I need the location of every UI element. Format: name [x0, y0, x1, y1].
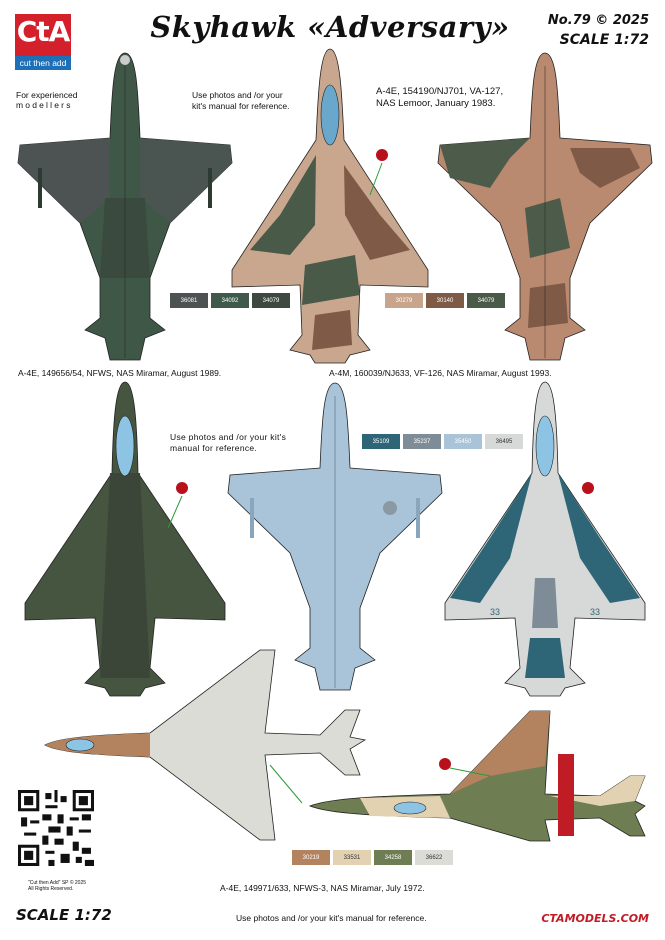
tail-marking	[558, 754, 574, 836]
color-chips-profile-2: 30279 30140 34079	[385, 293, 508, 308]
aircraft-profile-8	[308, 710, 646, 842]
color-chip: 34079	[467, 293, 505, 308]
tail-number-left: 33	[490, 607, 500, 617]
brand-logo: CtA cut then add	[15, 14, 71, 70]
experience-line-2: modellers	[16, 100, 73, 110]
tail-number-right: 33	[590, 607, 600, 617]
aircraft-planform-6	[444, 381, 646, 697]
caption-profile-3: A-4M, 160039/NJ633, VF-126, NAS Miramar,…	[329, 368, 552, 378]
aircraft-profile-2	[231, 48, 429, 364]
color-chip: 34258	[374, 850, 412, 865]
aircraft-profile-1	[17, 52, 233, 361]
aircraft-planform-2	[231, 48, 429, 364]
roundel-icon	[439, 758, 451, 770]
caption-profile-1: A-4E, 149656/54, NFWS, NAS Miramar, Augu…	[18, 368, 222, 378]
reference-note-top: Use photos and /or your kit's manual for…	[192, 90, 290, 111]
reference-note-bottom: Use photos and /or your kit's manual for…	[236, 913, 427, 923]
color-chips-profile-3: 35109 35237 35450 36495	[362, 434, 526, 449]
aircraft-profile-4	[24, 381, 226, 697]
reference-note-mid: Use photos and /or your kit's manual for…	[170, 432, 287, 453]
color-chip: 35237	[403, 434, 441, 449]
aircraft-profile-3	[437, 52, 653, 361]
aircraft-profile-6: 33 33	[444, 381, 646, 697]
color-chip: 34092	[211, 293, 249, 308]
roundel-icon	[376, 149, 388, 161]
caption-profile-2: A-4E, 154190/NJ701, VA-127, NAS Lemoor, …	[376, 86, 504, 109]
copyright: "Cut then Add" SP © 2025 All Rights Rese…	[28, 880, 87, 892]
color-chips-profile-1: 36081 34092 34079	[170, 293, 293, 308]
national-insignia-icon	[383, 501, 397, 515]
logo-text: CtA	[16, 15, 71, 48]
website-link[interactable]: CTAMODELS.COM	[541, 912, 649, 925]
color-chip: 36081	[170, 293, 208, 308]
color-chip: 34079	[252, 293, 290, 308]
aircraft-planform-3	[437, 52, 653, 361]
color-chip: 35450	[444, 434, 482, 449]
roundel-icon	[176, 482, 188, 494]
aircraft-profile-5	[227, 382, 443, 691]
roundel-icon	[582, 482, 594, 494]
caption-profile-4: A-4E, 149971/633, NFWS-3, NAS Miramar, J…	[220, 883, 425, 893]
color-chips-profile-4: 30219 33531 34258 36622	[292, 850, 456, 865]
aircraft-planform-7	[44, 649, 367, 841]
page-title: Skyhawk «Adversary»	[150, 10, 510, 44]
color-chip: 36495	[485, 434, 523, 449]
aircraft-planform-1	[17, 52, 233, 361]
qr-code-icon[interactable]	[18, 790, 94, 866]
color-chip: 30140	[426, 293, 464, 308]
aircraft-planform-5	[227, 382, 443, 691]
scale-label-top: SCALE 1:72	[559, 32, 649, 48]
aircraft-planform-4	[24, 381, 226, 697]
experience-line-1: For experienced	[16, 90, 78, 100]
color-chip: 35109	[362, 434, 400, 449]
experience-note: For experienced modellers	[16, 90, 77, 110]
aircraft-profile-7	[44, 649, 367, 841]
aircraft-planform-8	[308, 710, 646, 842]
scale-label-bottom: SCALE 1:72	[16, 906, 112, 924]
color-chip: 36622	[415, 850, 453, 865]
issue-number: No.79 © 2025	[547, 13, 649, 28]
color-chip: 30219	[292, 850, 330, 865]
color-chip: 33531	[333, 850, 371, 865]
color-chip: 30279	[385, 293, 423, 308]
logo-subtext: cut then add	[15, 56, 71, 70]
